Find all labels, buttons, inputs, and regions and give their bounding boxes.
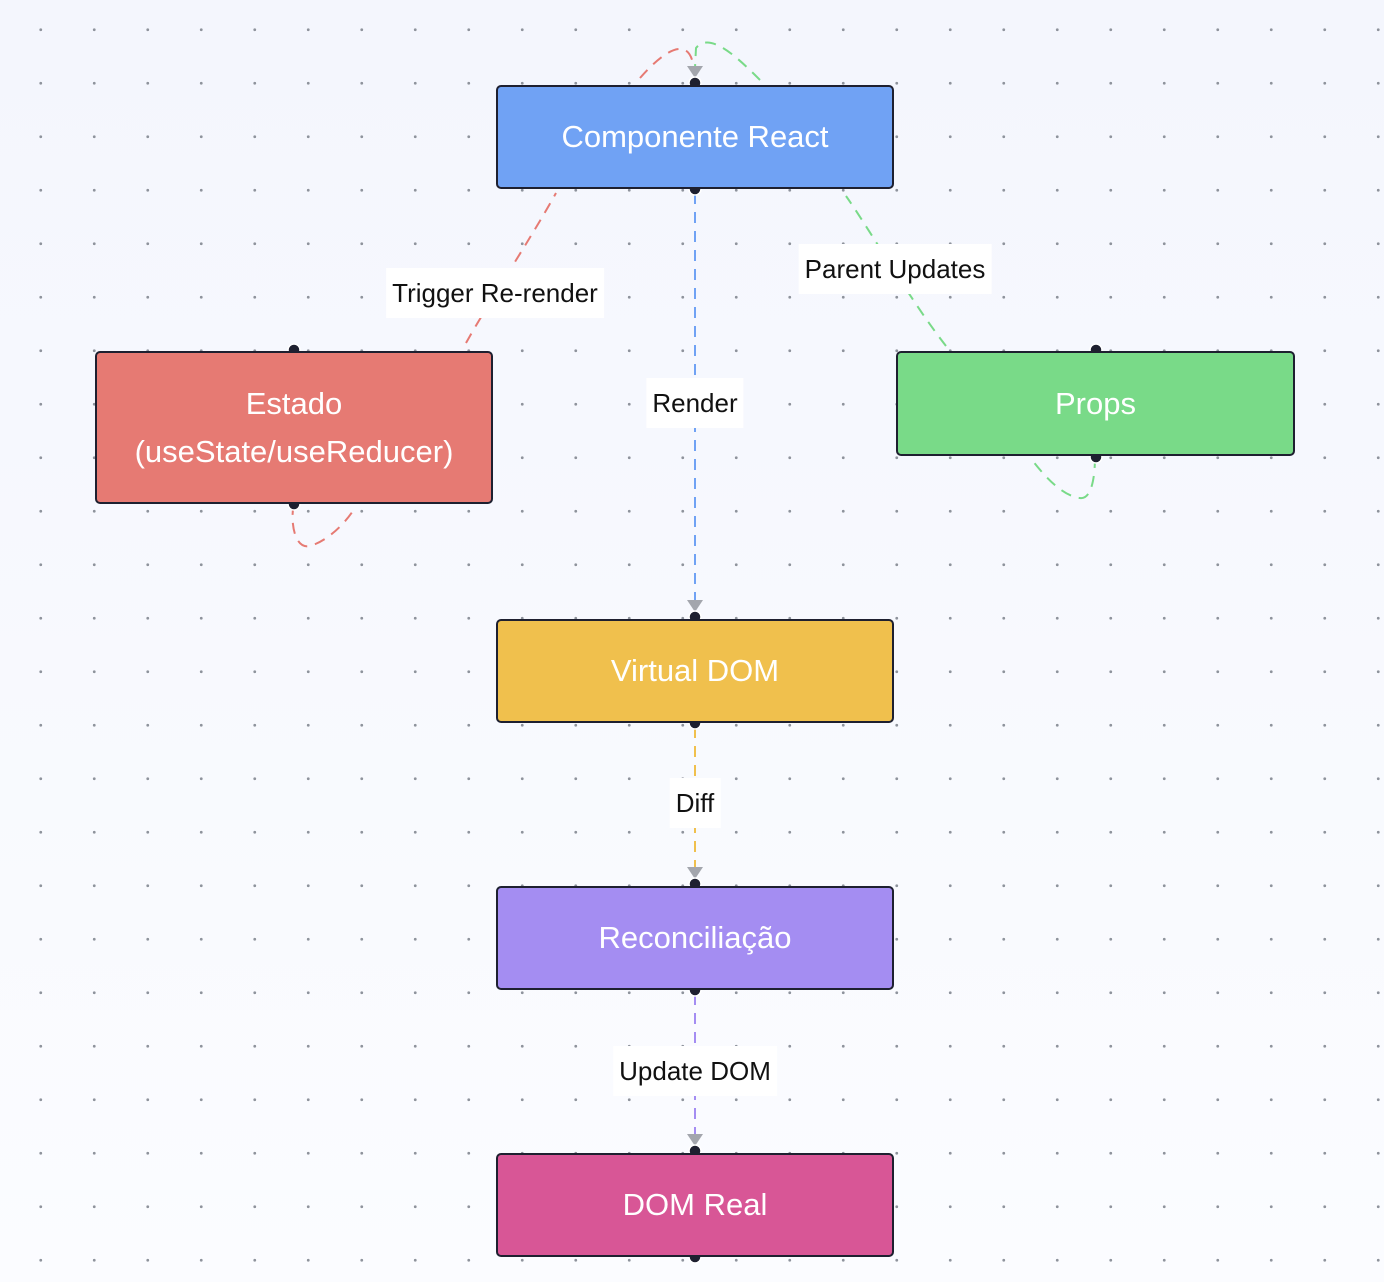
- arrowhead-virtual: [687, 600, 703, 612]
- node-label: Virtual DOM: [610, 653, 780, 688]
- edge-label-parent-updates[interactable]: Parent Updates: [798, 244, 992, 294]
- node-label: Estado (useState/useReducer): [134, 385, 454, 469]
- edge-label-diff[interactable]: Diff: [669, 778, 721, 828]
- edge-label-render[interactable]: Render: [646, 378, 744, 428]
- arrowhead-componente: [687, 66, 703, 78]
- node-estado[interactable]: Estado (useState/useReducer): [95, 351, 493, 504]
- node-label: Props: [1055, 385, 1136, 421]
- arrowhead-domreal: [687, 1134, 703, 1146]
- node-label: Reconciliação: [598, 920, 792, 955]
- node-props[interactable]: Props: [896, 351, 1295, 456]
- node-componente-react[interactable]: Componente React: [496, 85, 894, 189]
- edge-label-trigger-rerender[interactable]: Trigger Re-render: [386, 268, 604, 318]
- node-label: Componente React: [561, 119, 829, 154]
- node-label: DOM Real: [622, 1187, 768, 1222]
- node-dom-real[interactable]: DOM Real: [496, 1153, 894, 1257]
- node-virtual-dom[interactable]: Virtual DOM: [496, 619, 894, 723]
- node-reconciliacao[interactable]: Reconciliação: [496, 886, 894, 990]
- arrowhead-reconciliacao: [687, 867, 703, 879]
- edge-label-update-dom[interactable]: Update DOM: [613, 1046, 777, 1096]
